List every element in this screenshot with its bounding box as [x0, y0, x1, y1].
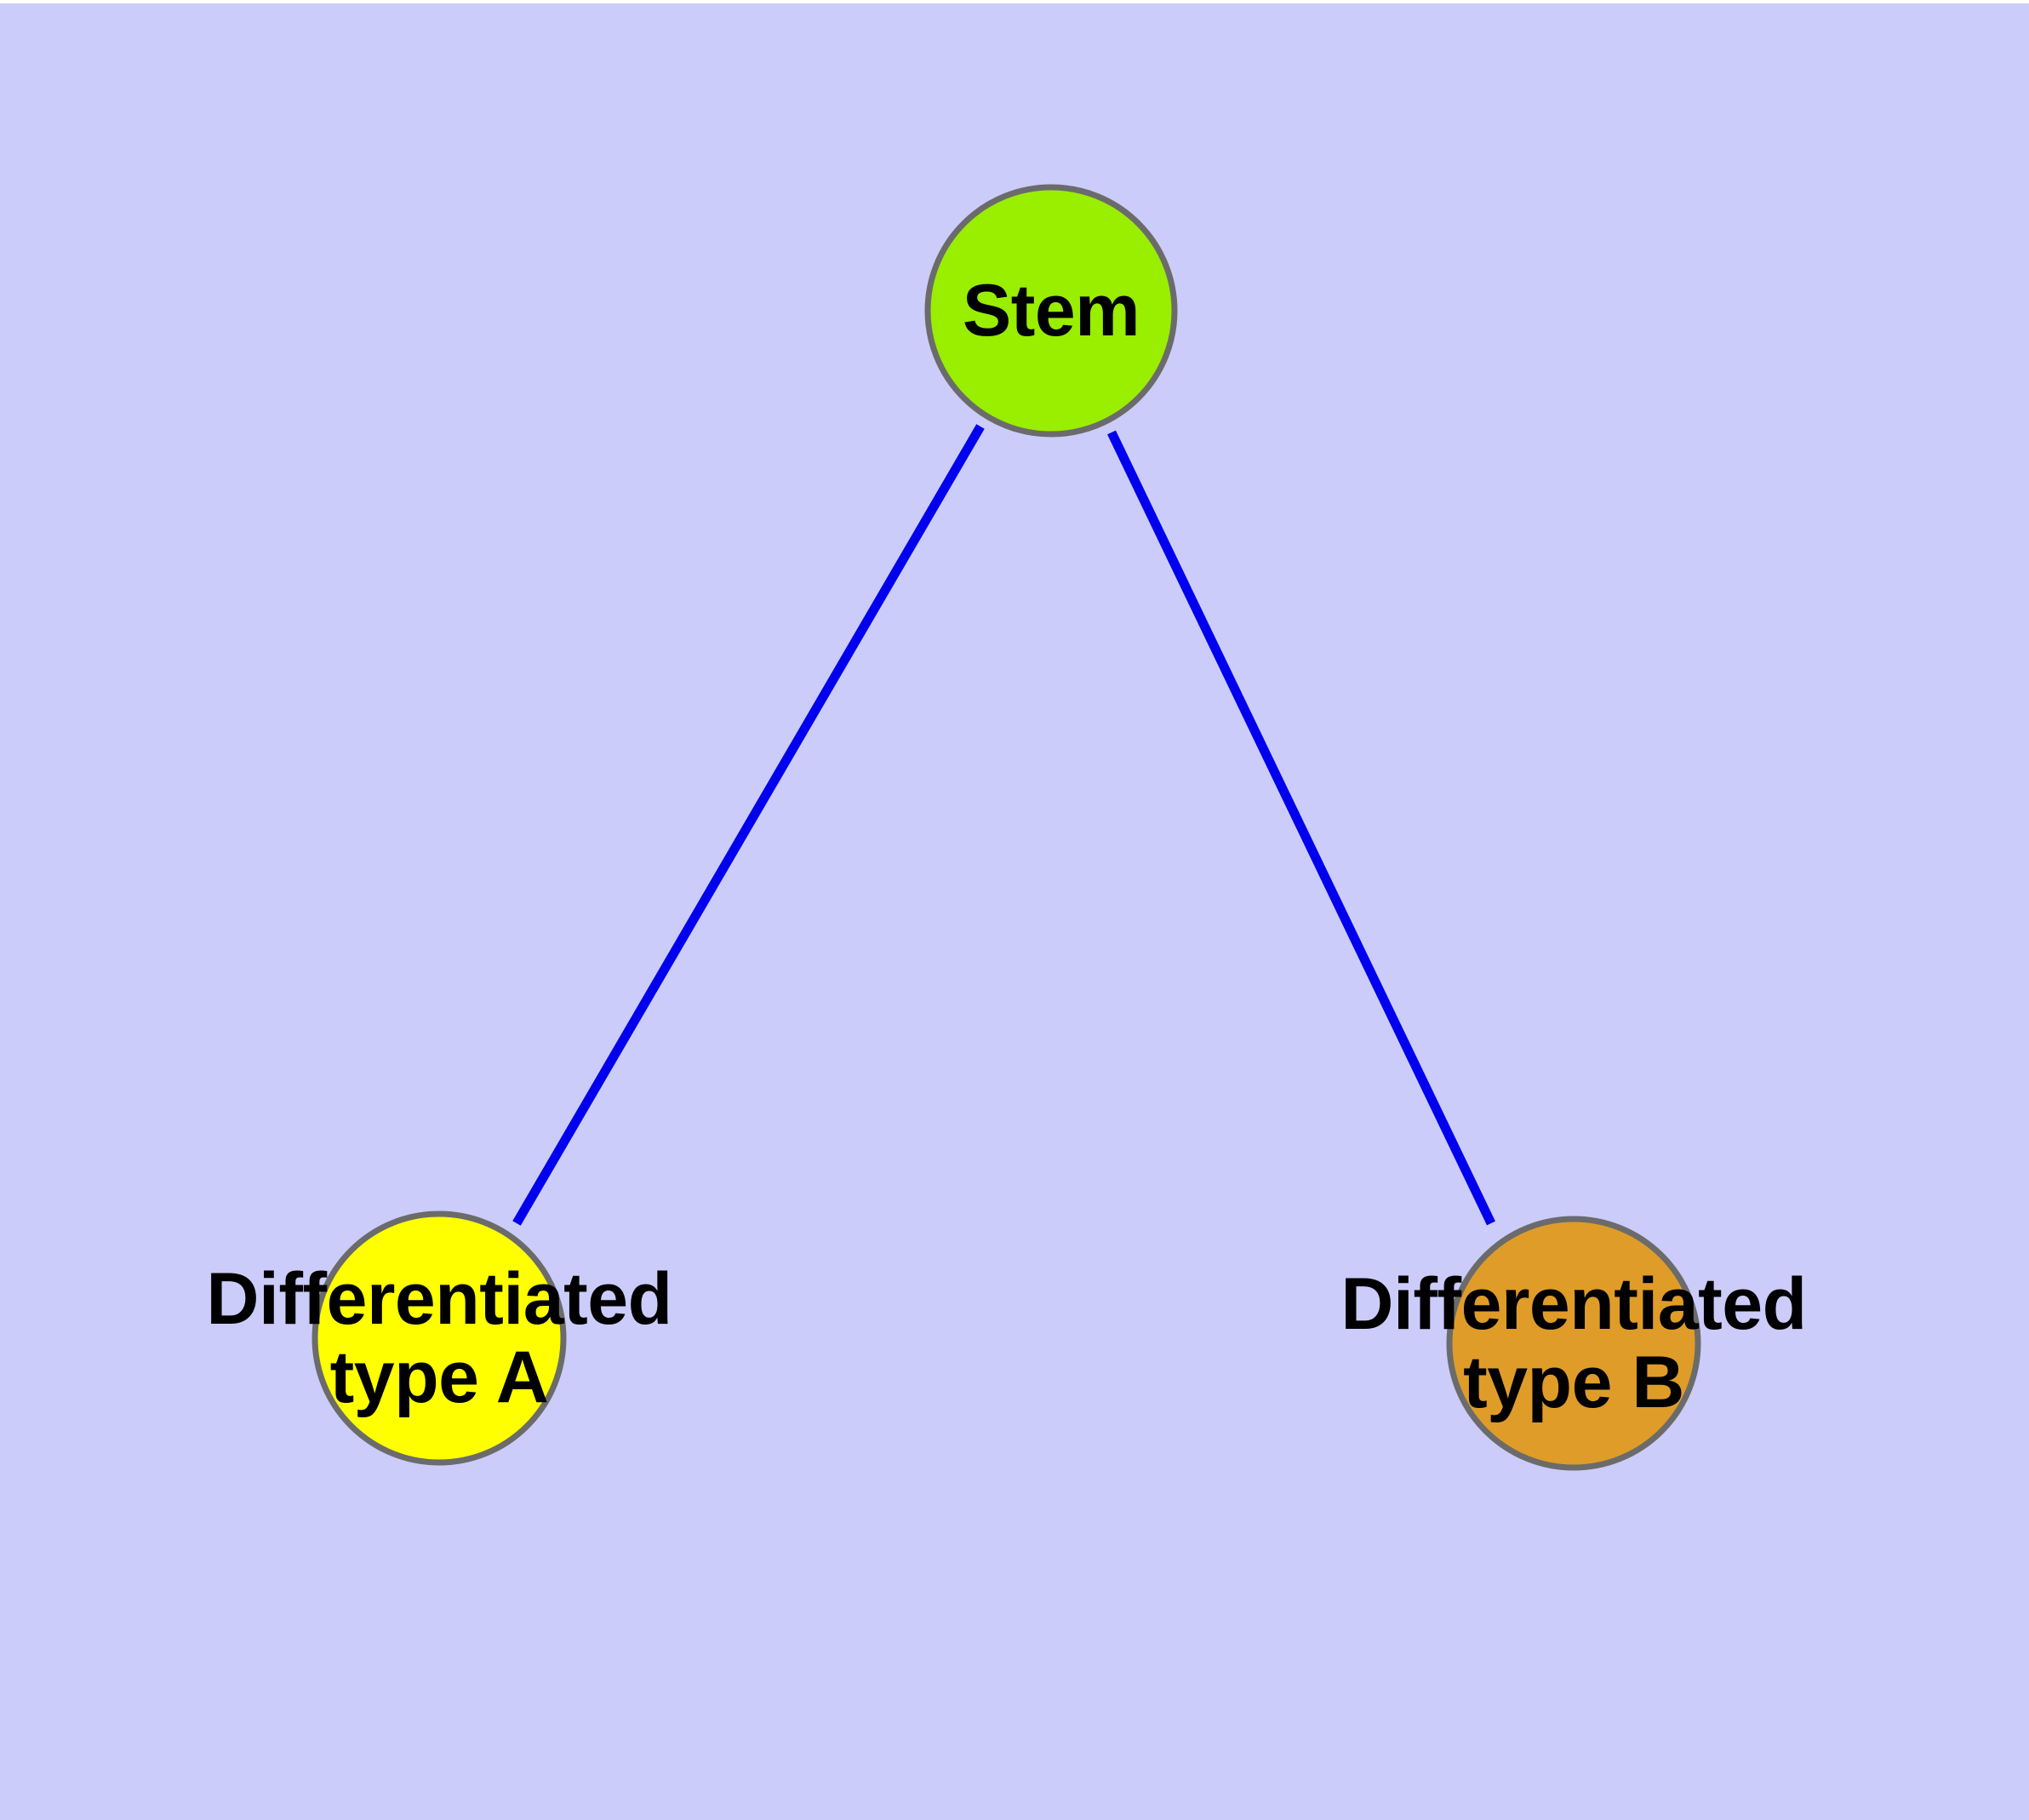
edge-stem-to-diff-a: [512, 424, 985, 1226]
node-diff-b-circle[interactable]: [1446, 1216, 1701, 1471]
node-stem-circle[interactable]: [924, 184, 1178, 438]
node-diff-a-circle[interactable]: [311, 1210, 567, 1466]
edge-layer: [512, 424, 1495, 1226]
edge-stem-to-diff-b: [1107, 430, 1495, 1226]
node-layer: [311, 184, 1701, 1471]
